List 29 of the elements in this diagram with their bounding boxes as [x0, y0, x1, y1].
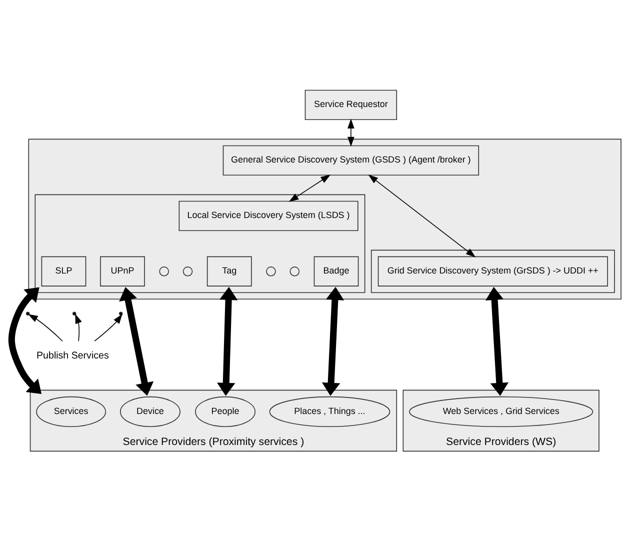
node-circle — [266, 266, 276, 276]
arrow — [288, 174, 331, 202]
node-ellipse: Services — [36, 396, 106, 427]
arrow — [28, 314, 63, 342]
node-box: Tag — [206, 256, 252, 286]
node-circle — [182, 266, 193, 276]
node-box: Grid Service Discovery System (GrSDS ) -> UDDI ++ — [378, 256, 608, 286]
arrow — [94, 313, 122, 341]
node-circle — [290, 266, 300, 276]
arrow — [485, 286, 509, 396]
node-ellipse: Web Services , Grid Services — [408, 396, 594, 427]
node-box: Local Service Discovery System (LSDS ) — [178, 200, 358, 231]
arrow — [322, 286, 344, 396]
node-circle — [159, 266, 169, 276]
node-box: General Service Discovery System (GSDS ) (Agent /broker ) — [222, 144, 480, 176]
arrow — [216, 286, 238, 396]
node-ellipse: Places , Things ... — [269, 396, 390, 427]
arrow — [368, 174, 476, 257]
arrow — [75, 313, 82, 341]
node-ellipse: People — [195, 396, 256, 427]
arrow — [8, 286, 42, 394]
arrow — [119, 286, 154, 396]
node-box: UPnP — [100, 256, 145, 286]
node-text: Publish Services — [36, 350, 109, 361]
node-box: Service Requestor — [304, 89, 398, 120]
node-box: SLP — [41, 256, 86, 286]
arrow — [348, 118, 354, 146]
node-box: Badge — [314, 256, 359, 286]
node-ellipse: Device — [120, 396, 180, 427]
